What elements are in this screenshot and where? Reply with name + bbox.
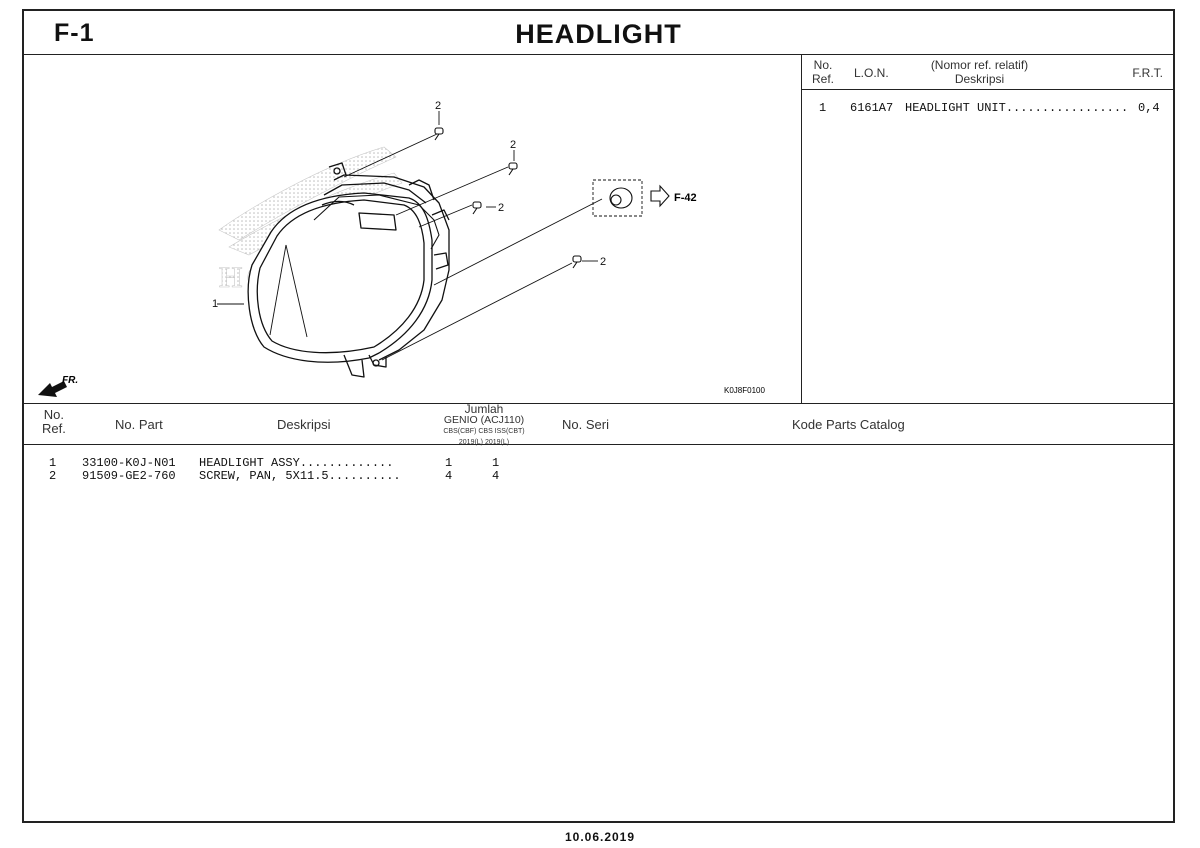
catalog-page-frame: F-1 HEADLIGHT HONDA <box>22 9 1175 823</box>
front-direction-arrow-icon: FR. <box>38 375 78 397</box>
row-qty-cbs: 4 <box>445 469 453 483</box>
ref-desc-line1: (Nomor ref. relatif) <box>930 58 1029 72</box>
figure-number: F-1 <box>54 19 95 47</box>
description-header: Deskripsi <box>277 417 331 432</box>
row-qty-cbs-iss: 1 <box>492 456 500 470</box>
row-description: SCREW, PAN, 5X11.5.......... <box>199 469 401 483</box>
exploded-diagram: HONDA <box>24 55 802 403</box>
table-row: 1 33100-K0J-N01 HEADLIGHT ASSY..........… <box>24 457 1173 470</box>
screw-icons <box>434 127 582 269</box>
parts-ref-label: Ref. <box>42 421 66 436</box>
leader-lines <box>217 111 603 361</box>
bulb-socket-icon <box>609 187 633 209</box>
screw-icon <box>434 127 444 141</box>
headlight-unit <box>247 162 450 378</box>
lon-header: L.O.N. <box>854 66 889 80</box>
callout-1: 1 <box>212 298 218 310</box>
row-part-number: 91509-GE2-760 <box>82 469 176 483</box>
row-part-number: 33100-K0J-N01 <box>82 456 176 470</box>
ref-row-no: 1 <box>819 101 827 115</box>
part-number-header: No. Part <box>115 417 163 432</box>
callout-2: 2 <box>435 100 441 112</box>
front-label: FR. <box>62 375 78 386</box>
page-date: 10.06.2019 <box>564 830 636 844</box>
qty-model: GENIO (ACJ110) <box>443 414 525 426</box>
row-ref-no: 2 <box>49 469 57 483</box>
quantity-header: Jumlah GENIO (ACJ110) CBS(CBF) CBS ISS(C… <box>427 402 541 448</box>
table-row: 2 91509-GE2-760 SCREW, PAN, 5X11.5......… <box>24 470 1173 483</box>
qty-year: 2019(L) 2019(L) <box>458 439 510 446</box>
qty-variant: CBS(CBF) CBS ISS(CBT) <box>443 428 525 435</box>
parts-no-header: No. Ref. <box>42 408 66 436</box>
ref-no-label: No. <box>813 58 833 72</box>
headlight-illustration: HONDA <box>38 100 765 397</box>
qty-title: Jumlah <box>464 402 504 416</box>
ref-row-lon: 6161A7 <box>850 101 894 115</box>
screw-icon <box>572 255 582 269</box>
screw-icon <box>508 162 518 176</box>
parts-no-label: No. <box>43 407 65 422</box>
ref-desc-line2: Deskripsi <box>954 72 1005 86</box>
row-qty-cbs: 1 <box>445 456 453 470</box>
socket-dashed-box <box>592 179 643 217</box>
callout-2: 2 <box>600 256 606 268</box>
ref-ref-label: Ref. <box>812 72 835 86</box>
reference-arrow-icon <box>650 184 670 208</box>
row-description: HEADLIGHT ASSY............. <box>199 456 394 470</box>
callout-2: 2 <box>510 139 516 151</box>
serial-header: No. Seri <box>562 417 609 432</box>
ref-no-header: No. Ref. <box>812 58 834 86</box>
reference-header: No. Ref. L.O.N. (Nomor ref. relatif) Des… <box>802 55 1175 90</box>
frt-header: F.R.T. <box>1132 66 1163 80</box>
page-header: F-1 HEADLIGHT <box>24 11 1173 55</box>
callout-2: 2 <box>498 202 504 214</box>
ref-row-frt: 0,4 <box>1138 101 1160 115</box>
page-title: HEADLIGHT <box>515 19 682 49</box>
diagram-code: K0J8F0100 <box>724 386 765 395</box>
row-qty-cbs-iss: 4 <box>492 469 500 483</box>
reference-panel: No. Ref. L.O.N. (Nomor ref. relatif) Des… <box>802 55 1175 403</box>
parts-table-header: No. Ref. No. Part Deskripsi Jumlah GENIO… <box>24 402 1173 448</box>
screw-icon <box>472 201 482 215</box>
ref-row-desc: HEADLIGHT UNIT................. <box>905 101 1129 115</box>
catalog-code-header: Kode Parts Catalog <box>792 417 905 432</box>
ref-desc-header: (Nomor ref. relatif) Deskripsi <box>912 58 1047 86</box>
reference-label: F-42 <box>674 192 697 204</box>
row-ref-no: 1 <box>49 456 57 470</box>
